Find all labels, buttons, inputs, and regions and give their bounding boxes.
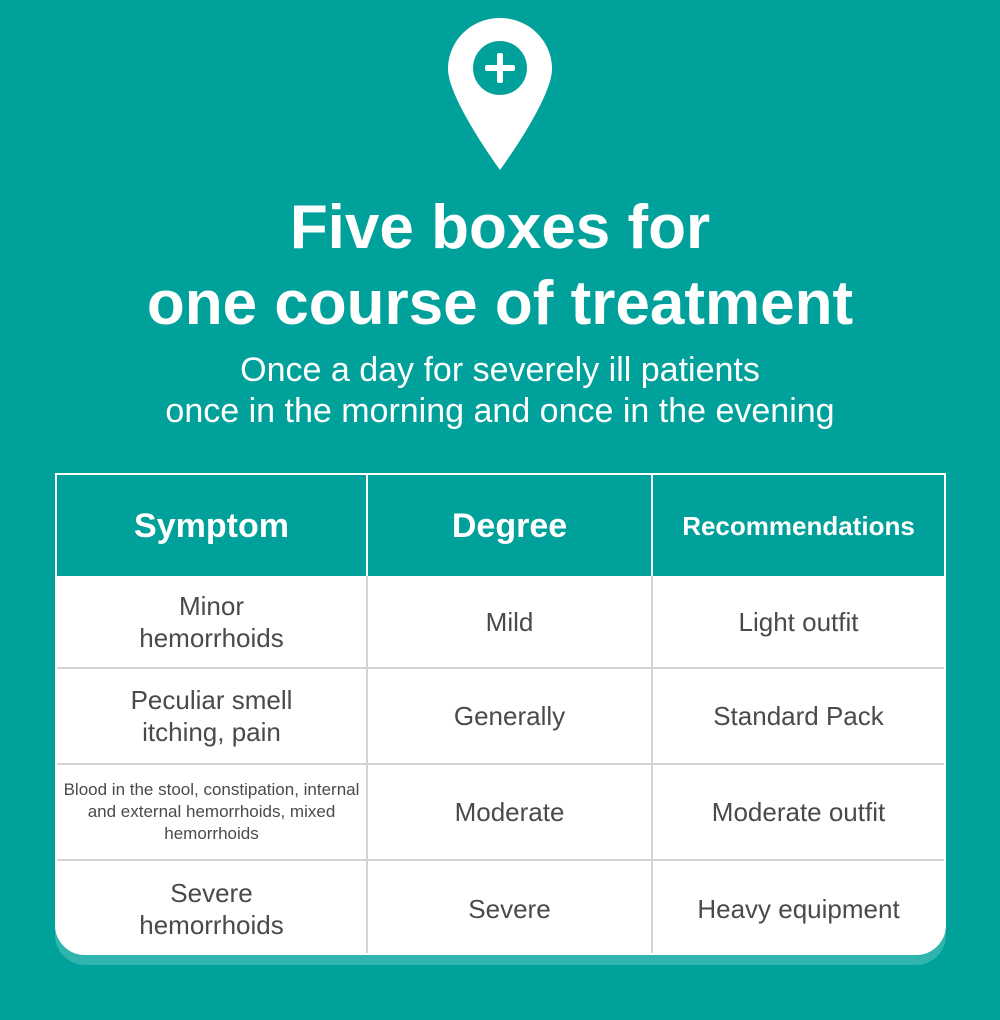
symptom-cell: Severe hemorrhoids xyxy=(57,861,368,953)
page-title-line2: one course of treatment xyxy=(146,269,854,338)
column-header-symptom: Symptom xyxy=(57,475,368,576)
table-header: Symptom Degree Recommendations xyxy=(57,475,944,576)
recommendation-table: Symptom Degree Recommendations Minor hem… xyxy=(55,473,946,955)
table-row: Minor hemorrhoids Mild Light outfit xyxy=(57,576,944,669)
subtitle-line2: once in the morning and once in the even… xyxy=(165,392,835,430)
degree-cell: Generally xyxy=(368,669,653,763)
page-title-line1: Five boxes for xyxy=(289,193,711,262)
recommendation-cell: Heavy equipment xyxy=(697,894,900,924)
column-header-recommendations: Recommendations xyxy=(682,510,915,541)
symptom-cell: Peculiar smell itching, pain xyxy=(57,669,368,763)
recommendation-cell: Light outfit xyxy=(738,606,859,637)
map-pin-plus-icon xyxy=(448,18,552,170)
symptom-cell: Minor hemorrhoids xyxy=(57,576,368,667)
subtitle-line1: Once a day for severely ill patients xyxy=(240,351,760,389)
column-header-degree: Degree xyxy=(368,475,653,576)
recommendation-cell: Standard Pack xyxy=(713,701,884,731)
symptom-cell: Blood in the stool, constipation, intern… xyxy=(57,765,368,859)
degree-cell: Moderate xyxy=(368,765,653,859)
degree-cell: Mild xyxy=(368,576,653,667)
table-row: Blood in the stool, constipation, intern… xyxy=(57,765,944,861)
degree-cell: Severe xyxy=(368,861,653,953)
table-row: Peculiar smell itching, pain Generally S… xyxy=(57,669,944,765)
table-row: Severe hemorrhoids Severe Heavy equipmen… xyxy=(57,861,944,953)
recommendation-cell: Moderate outfit xyxy=(711,797,886,827)
